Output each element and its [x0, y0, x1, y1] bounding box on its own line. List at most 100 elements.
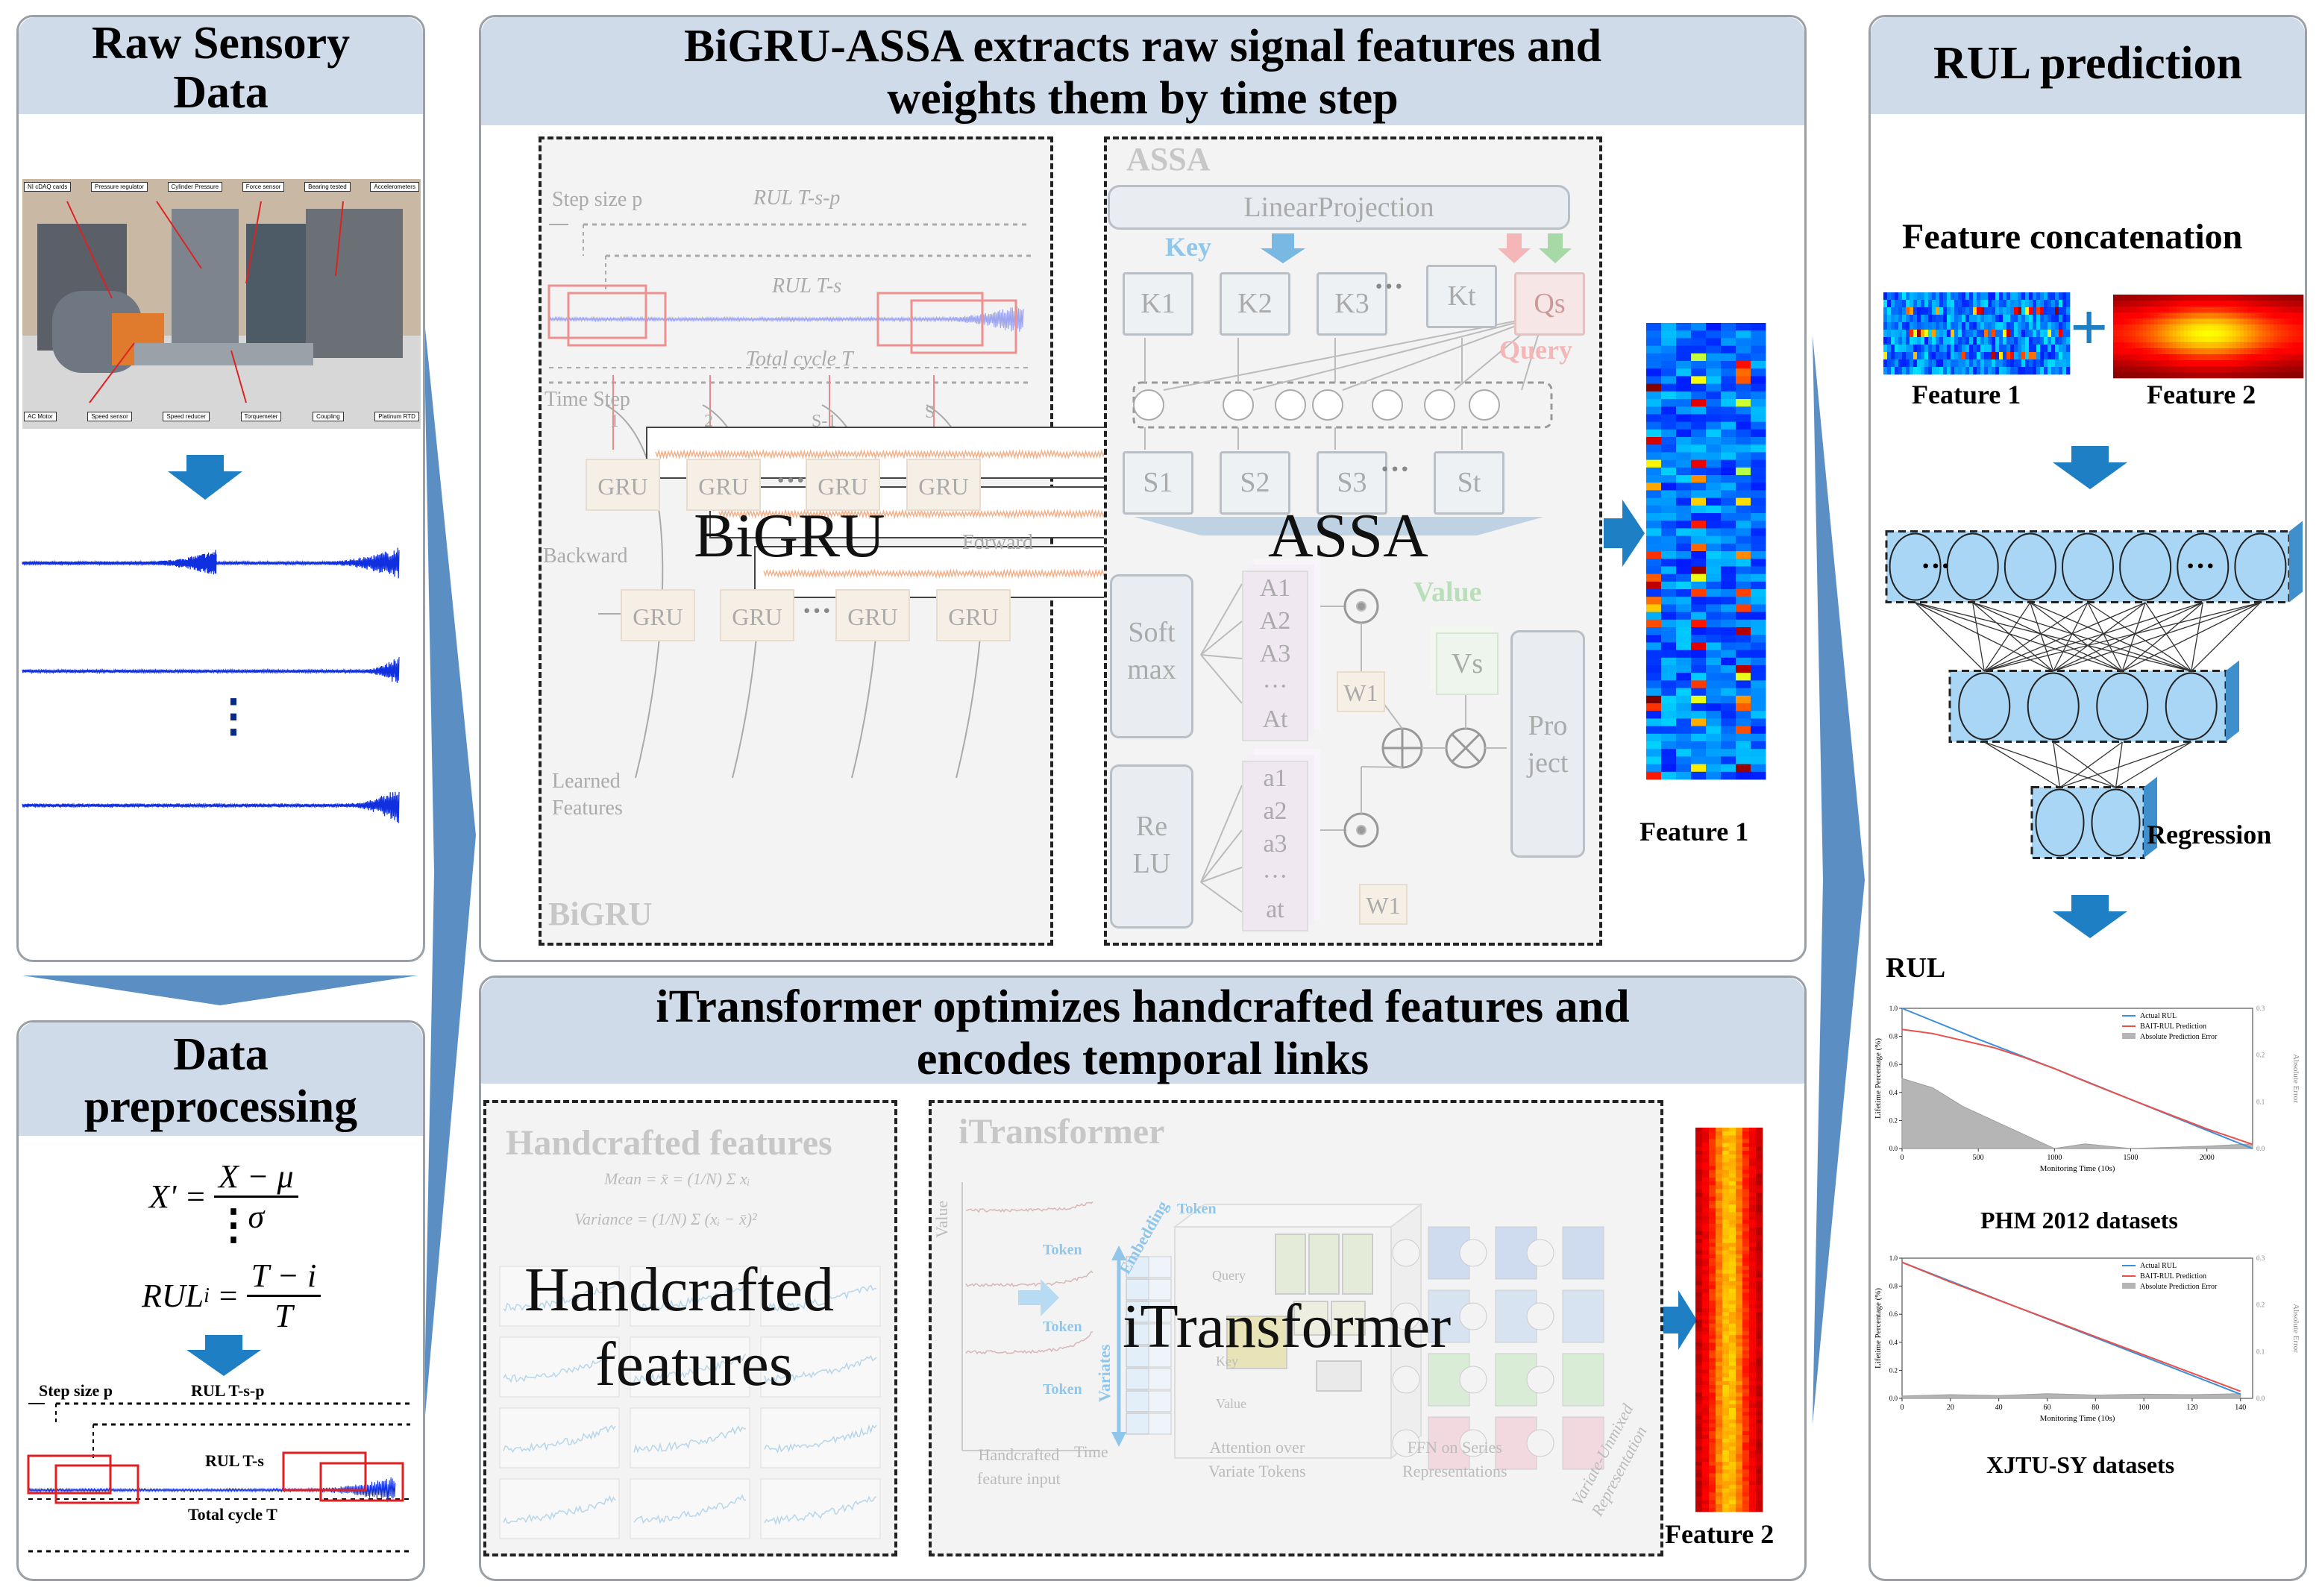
heatmap-cell	[1676, 619, 1692, 628]
heatmap-cell	[2266, 307, 2271, 313]
heatmap-cell	[2247, 330, 2252, 337]
heatmap-cell	[1749, 1339, 1757, 1343]
heatmap-cell	[2281, 307, 2285, 313]
heatmap-cell	[1661, 589, 1677, 597]
heatmap-cell	[1756, 1446, 1763, 1451]
heatmap-cell	[1736, 688, 1751, 697]
heatmap-cell	[2244, 348, 2248, 355]
heatmap-cell	[1977, 345, 1981, 353]
heatmap-cell	[1756, 1189, 1763, 1193]
heatmap-cell	[1716, 1457, 1723, 1463]
heatmap-cell	[1736, 406, 1751, 415]
heatmap-cell	[2229, 366, 2233, 373]
ffn-node	[1459, 1429, 1487, 1457]
heatmap-cell	[2240, 330, 2244, 337]
heatmap-cell	[1756, 1239, 1763, 1243]
heatmap-cell	[2025, 300, 2030, 308]
heatmap-cell	[1721, 535, 1736, 544]
heatmap-cell	[2147, 342, 2151, 349]
heatmap-cell	[1906, 337, 1910, 345]
heatmap-cell	[1646, 711, 1662, 719]
assa-node	[1469, 389, 1500, 421]
heatmap-cell	[2136, 312, 2140, 319]
heatmap-cell	[1756, 1185, 1763, 1190]
heatmap-cell	[1749, 1196, 1757, 1201]
feature-concat-title: Feature concatenation	[1902, 217, 2243, 257]
heatmap-cell	[1928, 307, 1933, 315]
heatmap-cell	[2158, 366, 2162, 373]
heatmap-cell	[2132, 318, 2136, 325]
heatmap-cell	[1902, 345, 1907, 353]
heatmap-cell	[1921, 352, 1925, 360]
heatmap-cell	[1729, 1319, 1736, 1324]
heatmap-cell	[1965, 359, 1970, 368]
heatmap-cell	[1702, 1346, 1710, 1351]
heatmap-cell	[2003, 345, 2007, 353]
heatmap-cell	[2210, 330, 2215, 337]
heatmap-cell	[1928, 367, 1933, 375]
heatmap-cell	[2044, 352, 2048, 360]
heatmap-cell	[1709, 1135, 1716, 1140]
heatmap-cell	[1695, 1162, 1703, 1166]
heatmap-cell	[1947, 307, 1951, 315]
heatmap-cell	[1954, 330, 1959, 338]
arrow-to-feature1-icon	[1604, 500, 1645, 567]
rul-output-label: RUL	[1886, 952, 1946, 984]
heatmap-cell	[1742, 1169, 1750, 1175]
heatmap-cell	[1742, 1477, 1750, 1482]
heatmap-cell	[2199, 366, 2203, 373]
heatmap-cell	[1709, 1404, 1716, 1409]
heatmap-cell	[1742, 1354, 1750, 1359]
heatmap-cell	[1716, 1469, 1723, 1474]
heatmap-cell	[1722, 1465, 1730, 1470]
heatmap-cell	[2014, 337, 2018, 345]
heatmap-cell	[2062, 292, 2067, 301]
heatmap-cell	[1988, 367, 1992, 375]
y2-tick-label: 0.2	[2256, 1052, 2265, 1059]
prep-ellipsis: ⋮	[213, 1202, 254, 1248]
heatmap-cell	[2059, 330, 2063, 338]
heatmap-cell	[1749, 1173, 1757, 1178]
network-edge	[1972, 602, 2191, 672]
key-k1: K1	[1123, 272, 1193, 336]
heatmap-cell	[2225, 366, 2230, 373]
heatmap-cell	[2006, 307, 2011, 315]
heatmap-cell	[2021, 352, 2026, 360]
heatmap-cell	[1721, 673, 1736, 681]
heatmap-cell	[1716, 1231, 1723, 1236]
heatmap-cell	[1646, 383, 1662, 392]
heatmap-cell	[1917, 330, 1921, 338]
heatmap-cell	[2158, 354, 2162, 361]
heatmap-cell	[1736, 1400, 1743, 1405]
heatmap-cell	[2240, 342, 2244, 349]
heatmap-cell	[2191, 366, 2196, 373]
heatmap-cell	[1706, 566, 1722, 574]
heatmap-cell	[1729, 1200, 1736, 1205]
heatmap-cell	[2010, 345, 2015, 353]
heatmap-cell	[1891, 367, 1895, 375]
heatmap-cell	[1661, 749, 1677, 757]
network-edge	[2059, 741, 2191, 788]
heatmap-cell	[1702, 1292, 1710, 1297]
heatmap-cell	[1751, 604, 1766, 612]
network-edge	[2053, 741, 2061, 788]
heatmap-cell	[2206, 295, 2211, 301]
heatmap-cell	[1691, 688, 1707, 697]
network-edge	[2087, 602, 2123, 672]
heatmap-cell	[1992, 307, 1996, 315]
itrans-value-label: Value	[1216, 1396, 1246, 1411]
heatmap-cell	[1943, 330, 1948, 338]
ffn-node	[1526, 1366, 1554, 1394]
heatmap-cell	[1749, 1350, 1757, 1355]
heatmap-cell	[1932, 337, 1936, 345]
heatmap-cell	[1646, 368, 1662, 377]
heatmap-cell	[2062, 307, 2067, 315]
network-edge	[2115, 741, 2192, 788]
heatmap-cell	[1722, 1354, 1730, 1359]
heatmap-cell	[1921, 359, 1925, 368]
heatmap-cell	[1729, 1242, 1736, 1247]
heatmap-cell	[1729, 1385, 1736, 1389]
heatmap-cell	[1749, 1492, 1757, 1497]
heatmap-cell	[1736, 1262, 1743, 1266]
heatmap-cell	[2251, 354, 2256, 361]
